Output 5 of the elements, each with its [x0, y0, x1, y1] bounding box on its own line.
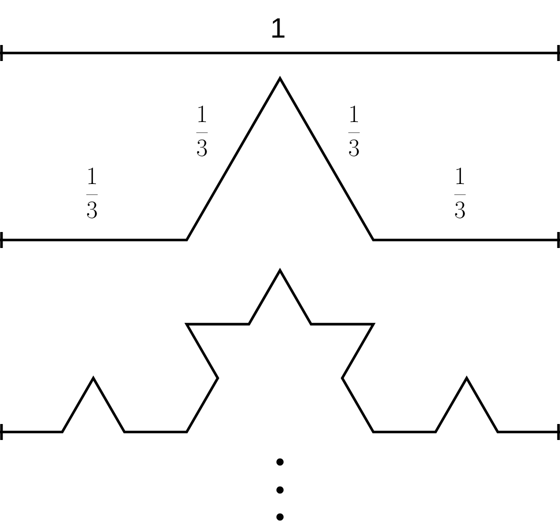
fraction-label: $\frac{1}{3}$ — [86, 168, 98, 218]
length-label: 1 — [272, 18, 284, 38]
fraction-label: $\frac{1}{3}$ — [196, 106, 208, 156]
fraction-label: $\frac{1}{3}$ — [348, 106, 360, 156]
fraction-label: $\frac{1}{3}$ — [454, 168, 466, 218]
